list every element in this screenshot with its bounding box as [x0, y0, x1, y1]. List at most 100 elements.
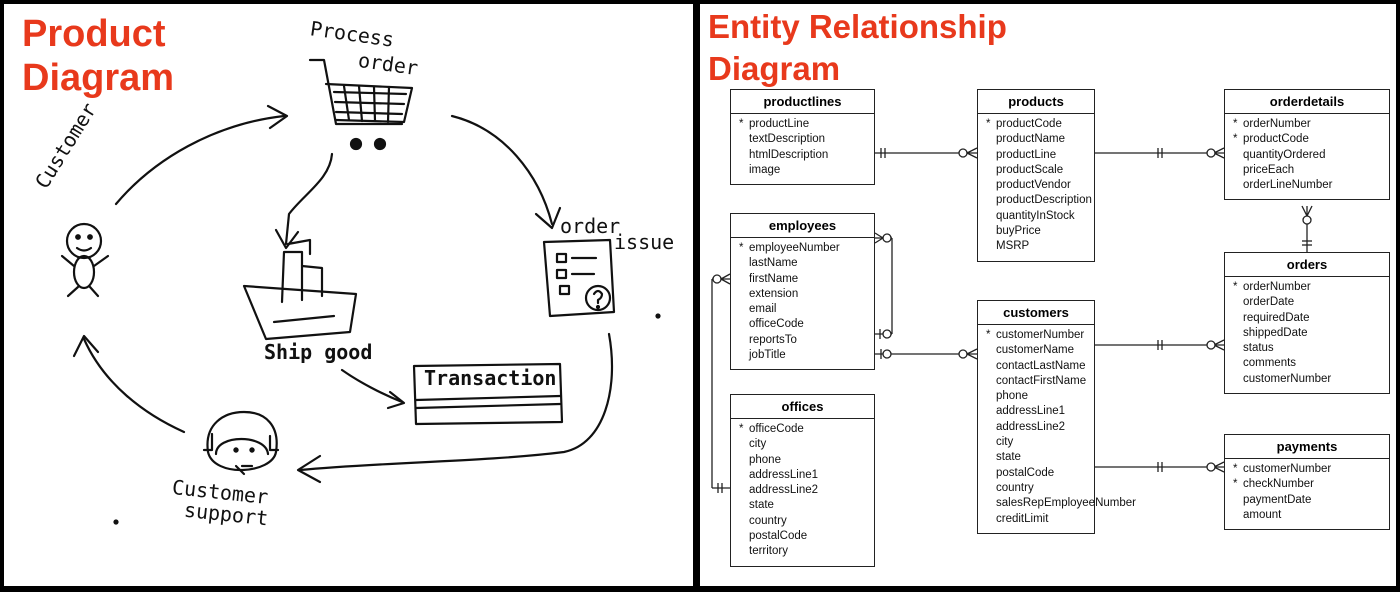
entity-field: productLine: [986, 148, 1094, 163]
entity-field: comments: [1233, 356, 1389, 371]
entity-field: salesRepEmployeeNumber: [986, 496, 1136, 511]
entity-field: image: [739, 163, 874, 178]
ship-good-icon: [242, 238, 358, 341]
primary-key-marker: *: [1233, 133, 1238, 146]
primary-key-marker: *: [1233, 463, 1238, 475]
label-ship-good: Ship good: [264, 340, 373, 364]
rel-employees-customers: [875, 348, 978, 360]
field-name: contactLastName: [996, 359, 1086, 372]
field-name: priceEach: [1243, 163, 1295, 176]
arrowhead: [266, 104, 289, 130]
field-name: quantityInStock: [996, 209, 1075, 222]
field-name: email: [749, 303, 777, 316]
field-name: productCode: [1243, 133, 1309, 146]
field-name: productCode: [996, 118, 1062, 130]
field-name: city: [749, 438, 767, 451]
product-diagram-panel: Product Diagram: [4, 4, 693, 586]
entity-field: productName: [986, 132, 1094, 147]
entity-field: postalCode: [739, 529, 874, 544]
primary-key-marker: *: [739, 423, 744, 435]
field-name: buyPrice: [996, 225, 1041, 238]
label-transaction: Transaction: [424, 366, 557, 390]
entity-field: quantityOrdered: [1233, 148, 1389, 163]
entity-field: textDescription: [739, 132, 874, 147]
entity-header: employees: [731, 214, 874, 238]
field-name: productVendor: [996, 179, 1071, 192]
field-name: productScale: [996, 163, 1064, 176]
entity-field: postalCode: [986, 466, 1094, 481]
field-name: productLine: [749, 118, 810, 130]
field-name: shippedDate: [1243, 326, 1308, 339]
entity-field: *productCode: [986, 117, 1094, 132]
field-name: creditLimit: [996, 512, 1049, 525]
entity-field: status: [1233, 341, 1389, 356]
entity-field: buyPrice: [986, 224, 1094, 239]
field-name: contactFirstName: [996, 374, 1087, 387]
entity-field: firstName: [739, 272, 874, 287]
field-name: phone: [996, 390, 1028, 403]
arrow-customer-to-process: [114, 114, 286, 206]
entity-field: territory: [739, 544, 874, 559]
rel-customers-orders: [1095, 339, 1225, 351]
field-name: phone: [749, 453, 781, 466]
entity-header: orders: [1225, 253, 1389, 277]
field-name: addressLine1: [996, 405, 1066, 418]
field-name: addressLine2: [749, 484, 819, 497]
field-name: lastName: [749, 257, 798, 270]
customer-figure-icon: [60, 222, 110, 298]
entity-field: productDescription: [986, 193, 1094, 208]
rel-customers-payments: [1095, 461, 1225, 473]
erd-title-line-2: Diagram: [708, 50, 841, 87]
field-name: orderNumber: [1243, 281, 1311, 293]
entity-field-list: * officeCode city phone addressLine1 addressL…: [731, 419, 874, 560]
entity-field: contactFirstName: [986, 374, 1094, 389]
erd-panel: Entity Relationship Diagram: [700, 4, 1396, 586]
entity-field: *checkNumber: [1233, 477, 1389, 492]
field-name: reportsTo: [749, 333, 797, 346]
field-name: addressLine1: [749, 468, 819, 481]
entity-field: *customerNumber: [986, 328, 1094, 343]
field-name: jobTitle: [749, 349, 786, 362]
arrowhead: [534, 206, 562, 230]
entity-field: country: [986, 481, 1094, 496]
entity-field: MSRP: [986, 239, 1094, 254]
entity-field: addressLine2: [739, 483, 874, 498]
primary-key-marker: *: [739, 118, 744, 130]
entity-field: *employeeNumber: [739, 241, 874, 256]
shopping-cart-icon: [308, 58, 414, 151]
entity-field: amount: [1233, 508, 1389, 523]
entity-field: city: [739, 437, 874, 452]
entity-field: quantityInStock: [986, 209, 1094, 224]
field-name: productName: [996, 133, 1066, 146]
field-name: officeCode: [749, 423, 804, 435]
entity-field: orderLineNumber: [1233, 178, 1389, 193]
field-name: postalCode: [749, 530, 808, 543]
primary-key-marker: *: [986, 329, 991, 341]
field-name: customerNumber: [1243, 463, 1332, 475]
field-name: productLine: [996, 148, 1057, 161]
customer-support-icon: [202, 410, 280, 476]
field-name: checkNumber: [1243, 478, 1314, 491]
label-order-issue-1: order: [560, 214, 621, 238]
field-name: salesRepEmployeeNumber: [996, 497, 1136, 510]
entity-field: state: [739, 498, 874, 513]
field-name: htmlDescription: [749, 148, 829, 161]
entity-field: * productCode: [1233, 132, 1389, 147]
field-name: image: [749, 163, 781, 176]
field-name: firstName: [749, 272, 799, 285]
field-name: country: [996, 481, 1034, 494]
field-name: comments: [1243, 357, 1297, 370]
entity-field: phone: [739, 453, 874, 468]
entity-field: shippedDate: [1233, 326, 1389, 341]
field-name: textDescription: [749, 133, 826, 146]
entity-field: city: [986, 435, 1094, 450]
field-name: status: [1243, 342, 1274, 355]
entity-field: extension: [739, 287, 874, 302]
entity-field-list: * productLine textDescription htmlDescripti…: [731, 114, 874, 178]
